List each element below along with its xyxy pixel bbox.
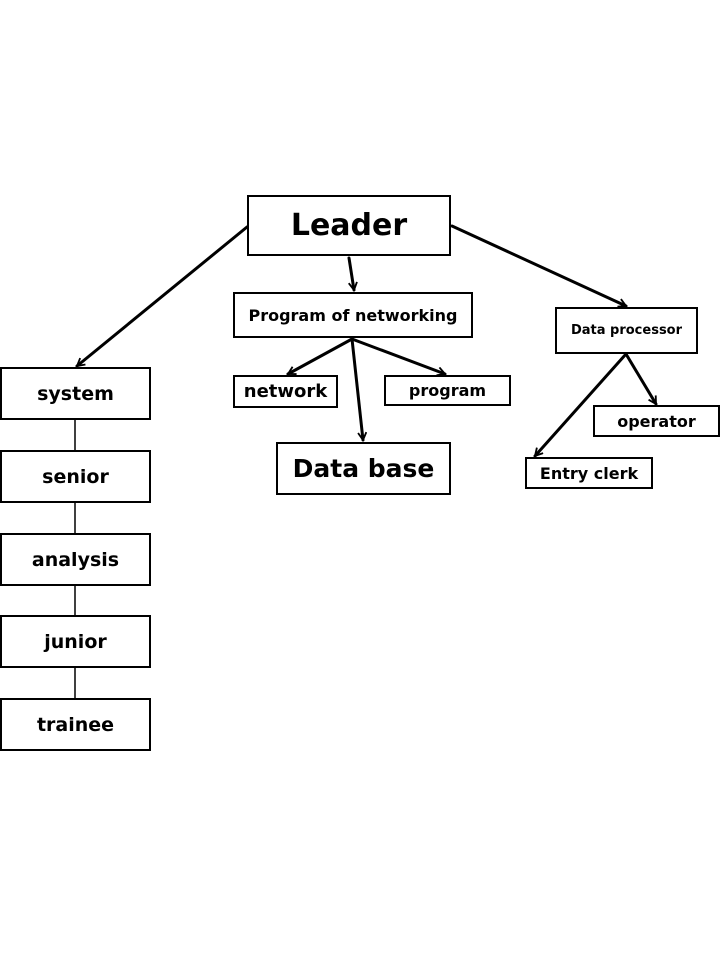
entry-clerk-label: Entry clerk [539,463,639,483]
trainee-box: trainee [0,698,151,751]
data-processor-box: Data processor [555,307,698,354]
data-processor-label: Data processor [570,323,683,338]
operator-box: operator [593,405,720,437]
system-label: system [37,382,114,405]
operator-label: operator [617,411,696,431]
arrow-leader-to-system [75,225,249,368]
program-box: program [384,375,511,406]
arrow-program-to-network [288,337,354,376]
arrow-data-processor-to-operator [624,352,658,404]
analysis-box: analysis [0,533,151,586]
data-base-box: Data base [276,442,451,495]
entry-clerk-box: Entry clerk [525,457,653,489]
trainee-label: trainee [36,713,115,736]
arrow-program-to-data-base [350,337,363,440]
senior-box: senior [0,450,151,503]
program-of-networking-label: Program of networking [248,305,458,325]
program-label: program [408,381,487,400]
program-of-networking-box: Program of networking [233,292,473,338]
data-base-label: Data base [292,454,435,483]
junior-box: junior [0,615,151,668]
junior-label: junior [44,630,107,653]
arrow-leader-to-data-processor [450,224,626,306]
system-box: system [0,367,151,420]
arrow-program-to-program [350,337,445,374]
analysis-label: analysis [31,548,120,571]
arrow-leader-to-program-of-networking [347,256,354,290]
senior-label: senior [42,465,109,488]
network-label: network [243,381,328,402]
leader-label: Leader [290,208,408,243]
network-box: network [233,375,338,408]
arrow-data-processor-to-entry-clerk [533,352,628,458]
leader-box: Leader [247,195,451,256]
